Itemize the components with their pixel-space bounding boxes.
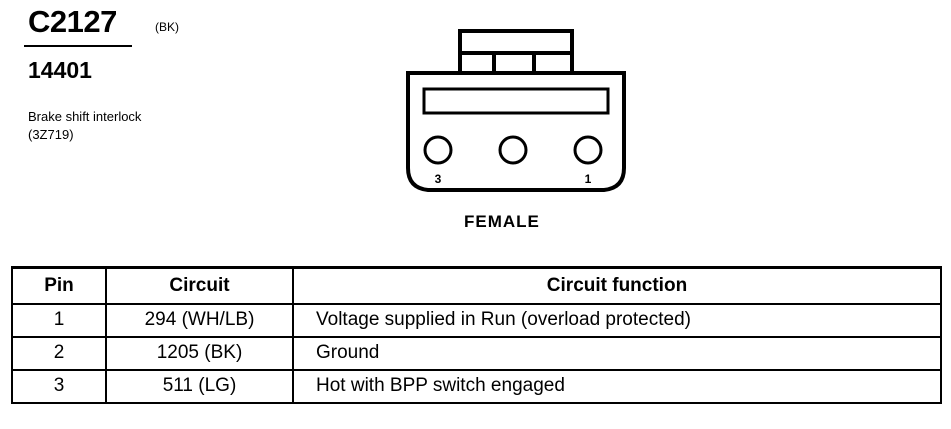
pin-cavity-2 (498, 135, 528, 165)
pin-label-3: 3 (435, 172, 442, 186)
pinout-table: Pin Circuit Circuit function 1 294 (WH/L… (11, 266, 942, 404)
cell-circuit: 1205 (BK) (105, 335, 294, 371)
cell-pin: 1 (11, 302, 107, 338)
table-header-row: Pin Circuit Circuit function (11, 266, 942, 305)
part-number: 14401 (28, 57, 92, 83)
cell-function: Ground (292, 335, 942, 371)
cell-circuit: 511 (LG) (105, 368, 294, 404)
pin-cavity-3 (423, 135, 453, 165)
cell-pin: 2 (11, 335, 107, 371)
cell-circuit: 294 (WH/LB) (105, 302, 294, 338)
cell-pin: 3 (11, 368, 107, 404)
table-row: 1 294 (WH/LB) Voltage supplied in Run (o… (11, 302, 942, 338)
table-row: 2 1205 (BK) Ground (11, 335, 942, 371)
connector-face-diagram: 3 1 (406, 29, 626, 192)
view-label: FEMALE (464, 212, 540, 231)
header-circuit-function: Circuit function (292, 266, 942, 305)
connector-description: Brake shift interlock (28, 109, 142, 124)
header-circuit: Circuit (105, 266, 294, 305)
location-code: (3Z719) (28, 127, 74, 142)
header-pin: Pin (11, 266, 107, 305)
pin-cavity-1 (573, 135, 603, 165)
table-row: 3 511 (LG) Hot with BPP switch engaged (11, 368, 942, 404)
title-divider (24, 45, 132, 47)
pin-label-1: 1 (585, 172, 592, 186)
connector-color-code: (BK) (155, 20, 179, 34)
connector-housing (406, 71, 626, 192)
cell-function: Voltage supplied in Run (overload protec… (292, 302, 942, 338)
keying-slot (422, 87, 610, 115)
connector-id: C2127 (28, 4, 117, 39)
cell-function: Hot with BPP switch engaged (292, 368, 942, 404)
